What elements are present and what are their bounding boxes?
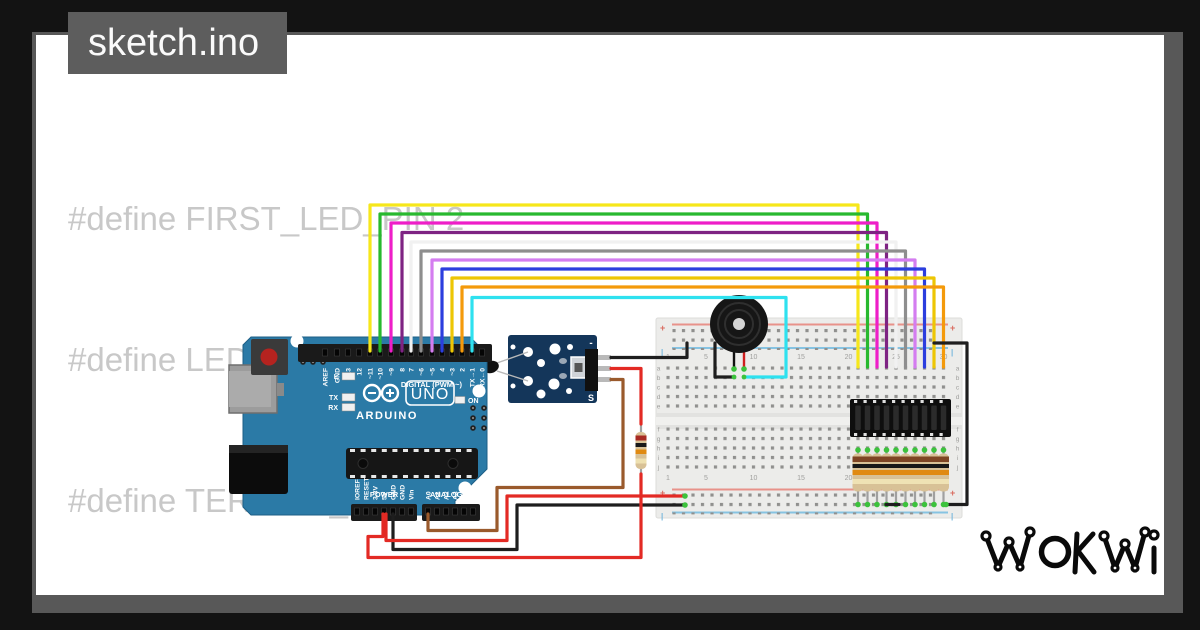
code-line: #define FIRST_LED_PIN 2: [68, 200, 465, 237]
code-line: #define LED_COUNT 10: [68, 341, 431, 378]
sketch-title-tab: sketch.ino: [68, 12, 287, 74]
canvas-card: #define FIRST_LED_PIN 2 #define LED_COUN…: [36, 35, 1164, 595]
code-block: #define FIRST_LED_PIN 2 #define LED_COUN…: [68, 101, 667, 595]
sketch-title: sketch.ino: [88, 21, 260, 64]
code-line: #define TERMIST_B 4300: [68, 482, 453, 519]
